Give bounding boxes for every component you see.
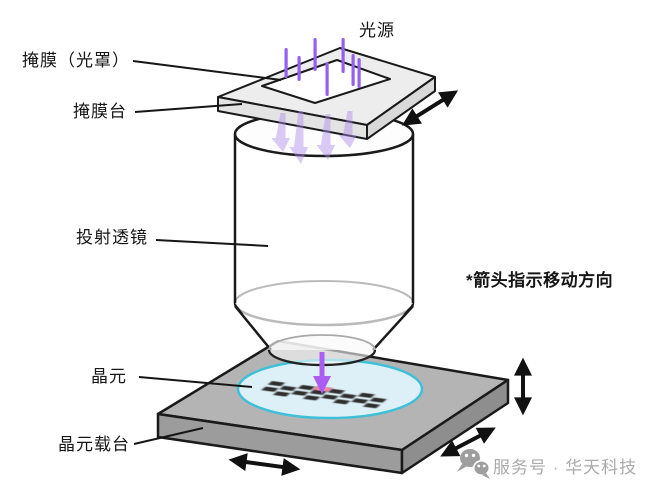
watermark-account-text: 服务号 · 华天科技 <box>493 458 638 477</box>
projection-lens-label: 投射透镜 <box>76 228 148 247</box>
wafer-stage-leader-line <box>133 427 204 445</box>
leader-lines <box>132 60 282 445</box>
lens-leader-line <box>155 239 269 247</box>
mask-stage-leader-line <box>134 103 243 113</box>
projection-lens-cone <box>234 303 414 367</box>
light-rays <box>284 38 361 96</box>
mask-stage-label: 掩膜台 <box>73 102 127 121</box>
wafer-stage-horizontal-double-arrow-icon <box>228 453 301 476</box>
wafer-label: 晶元 <box>91 367 127 386</box>
exposure-down-arrow-icon <box>313 352 331 394</box>
wafer-leader-line <box>138 376 253 388</box>
wafer-stage-diagonal-double-arrow-icon <box>440 427 496 457</box>
mask-leader-line <box>132 60 282 81</box>
motion-arrows <box>228 90 532 476</box>
wafer-stage-label: 晶元载台 <box>58 435 130 454</box>
mask-stage-plate <box>217 47 436 140</box>
light-source-label: 光源 <box>359 21 395 40</box>
mask-label: 掩膜（光罩） <box>22 51 130 70</box>
mask-stage-move-double-arrow-icon <box>401 90 459 126</box>
wechat-icon <box>457 449 491 479</box>
wafer-die-grid <box>261 381 387 409</box>
arrow-direction-note: *箭头指示移动方向 <box>466 271 614 290</box>
transmitted-light-arrows <box>271 111 357 164</box>
